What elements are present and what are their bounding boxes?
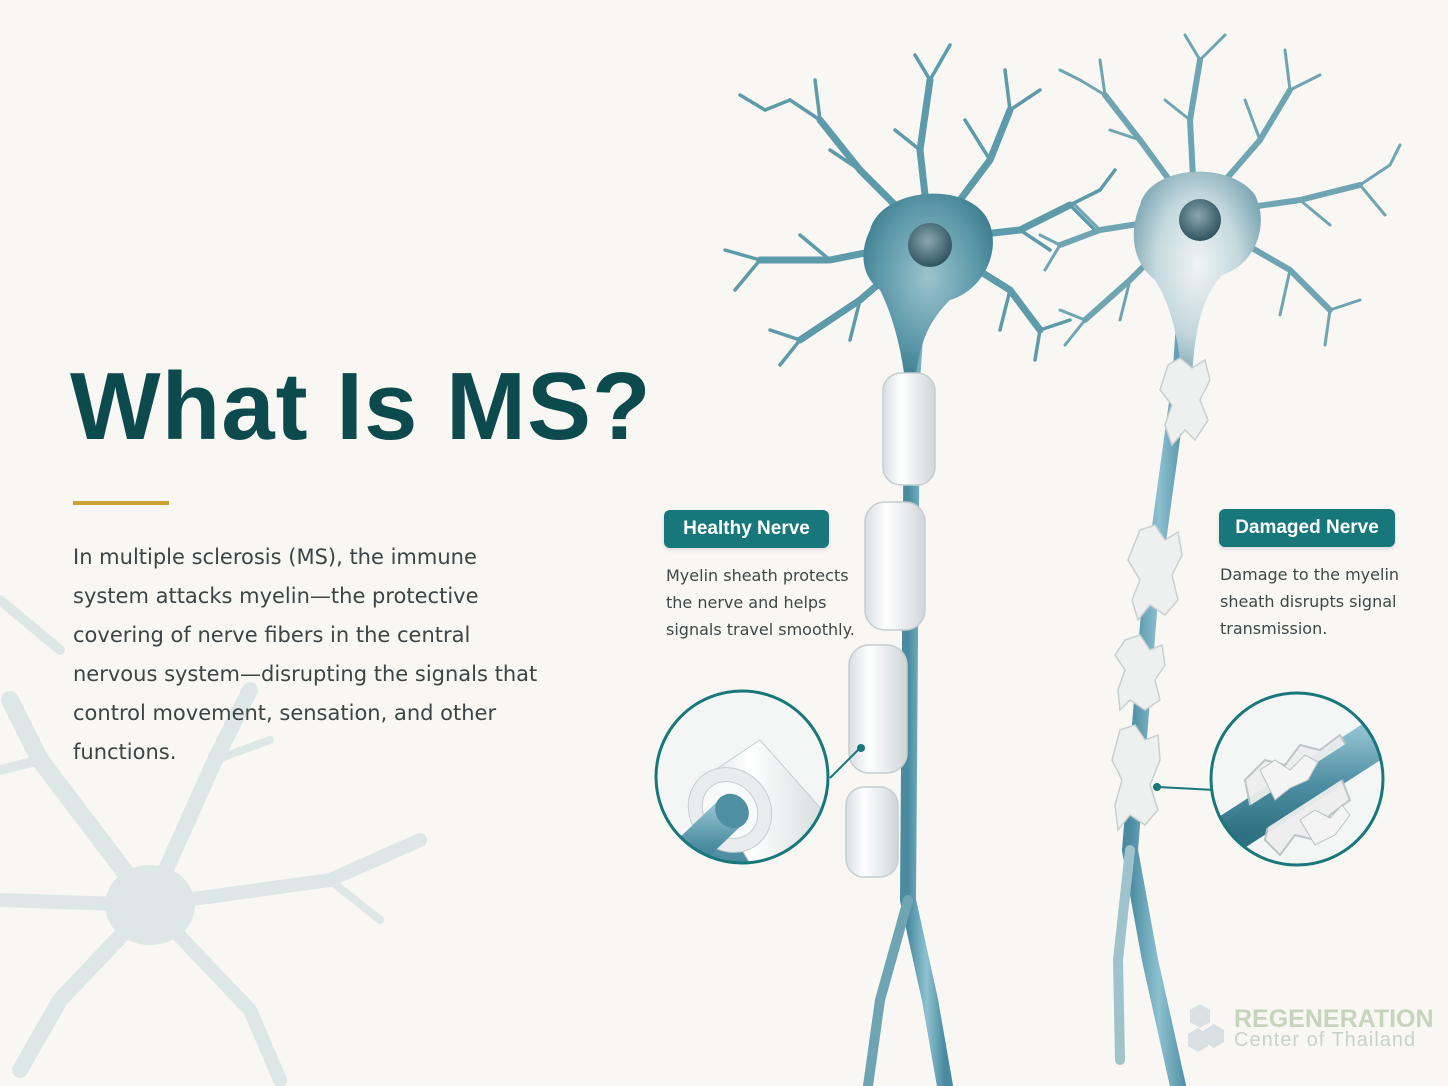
damaged-nucleus: [1179, 199, 1221, 241]
brand-logo-mark: [1188, 1004, 1224, 1052]
damaged-cell-body: [1133, 171, 1261, 380]
damaged-connector-line: [1157, 786, 1216, 791]
damaged-zoom-circle: [1209, 691, 1385, 867]
damaged-nerve-caption: Damage to the myelin sheath disrupts sig…: [1220, 565, 1400, 638]
damaged-myelin-sheath: [1111, 357, 1211, 832]
ms-description: In multiple sclerosis (MS), the immune s…: [73, 545, 538, 764]
page-title: What Is MS?: [70, 353, 652, 460]
damaged-nerve-label: Damaged Nerve: [1219, 509, 1395, 547]
healthy-myelin-sheath: [845, 372, 936, 878]
healthy-zoom-circle: [654, 689, 830, 865]
healthy-nerve-label: Healthy Nerve: [664, 510, 829, 548]
healthy-nerve-caption: Myelin sheath protects the nerve and hel…: [666, 566, 855, 639]
healthy-cell-body: [863, 193, 993, 380]
title-divider: [73, 501, 169, 505]
brand-logo: REGENERATION Center of Thailand: [1182, 1005, 1434, 1055]
brand-name: REGENERATION: [1234, 1005, 1434, 1033]
healthy-connector-line: [829, 747, 861, 779]
background-neuron: [0, 595, 427, 1086]
brand-subtitle: Center of Thailand: [1234, 1029, 1417, 1051]
healthy-nucleus: [908, 223, 952, 267]
